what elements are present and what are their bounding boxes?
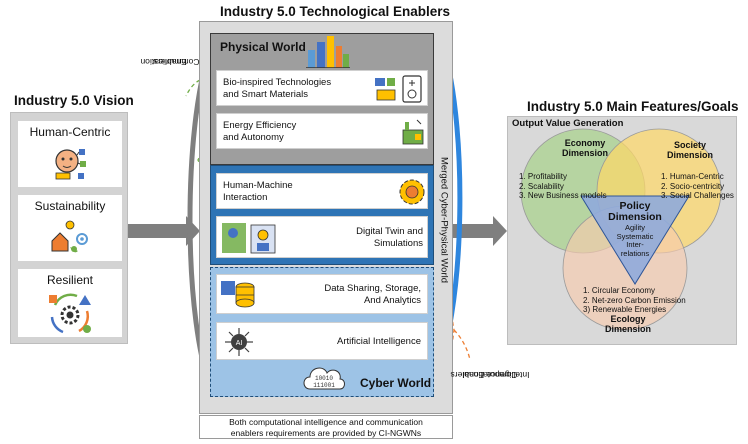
enabler-label: Simulations [373,238,423,249]
vision-card-label: Sustainability [34,199,106,213]
database-icon [221,281,255,308]
enablers-title: Industry 5.0 Technological Enablers [220,4,451,19]
enabler-human-machine: Human-Machine Interaction [216,173,428,209]
enabler-label: Human-Machine [223,180,293,191]
enabler-energy-efficiency: Energy Efficiency and Autonomy [216,113,428,149]
vision-title: Industry 5.0 Vision [14,93,134,108]
merged-world-label: Merged Cyber-Physical World [438,156,450,284]
enabler-label: And Analytics [363,295,421,306]
enabler-label: Artificial Intelligence [337,336,421,347]
output-value-title: Output Value Generation [512,118,624,129]
sustainability-home-icon [51,220,88,253]
vision-card-human-centric: Human-Centric [18,121,122,187]
cloud-binary-icon: 10010 111001 [303,367,345,390]
binary-line-1: 10010 [315,375,333,382]
human-face-circuit-icon [55,149,86,180]
policy-items: Agility Systematic Inter- relations [616,223,654,258]
ecology-items: 1. Circular Economy 2. Net-zero Carbon E… [583,286,686,314]
resilient-cycle-gear-icon [49,293,91,334]
bio-materials-icon [375,75,422,103]
economy-items: 1. Profitability 2. Scalability 3. New B… [519,172,607,200]
features-title: Industry 5.0 Main Features/Goals [527,99,739,114]
society-items: 1. Human-Centric 2. Socio-centricity 3. … [661,172,734,200]
vision-panel: Human-Centric Sustainability Resilient [10,112,128,344]
digital-twin-icon [222,223,276,254]
enabler-label: Interaction [223,192,268,203]
cyber-world-title: Cyber World [360,376,432,390]
binary-line-2: 111001 [313,382,335,389]
venn-diagram [520,128,722,331]
svg-text:AI: AI [236,340,243,347]
enabler-data-sharing: Data Sharing, Storage, And Analytics [216,274,428,314]
enabler-label: Digital Twin and [356,226,423,237]
ai-chip-icon: AI [225,328,253,356]
flow-arrow-right [453,216,507,246]
enabler-digital-twin: Digital Twin and Simulations [216,216,428,258]
enabler-ai: AI Artificial Intelligence [216,322,428,360]
vision-card-label: Resilient [46,273,94,287]
enabler-label: Data Sharing, Storage, [324,283,421,294]
gear-head-icon [399,179,425,205]
enabler-label: and Autonomy [223,132,284,143]
enabler-bio-inspired: Bio-inspired Technologies and Smart Mate… [216,70,428,106]
city-skyline-icon [306,36,350,68]
vision-card-label: Human-Centric [29,125,111,139]
enabler-label: Energy Efficiency [223,120,297,131]
physical-world-title: Physical World [220,40,306,54]
footer-note: Both computational intelligence and comm… [199,415,453,439]
energy-factory-icon [402,119,424,145]
enabler-label: and Smart Materials [223,89,309,100]
vision-card-resilient: Resilient [18,269,122,337]
policy-triangle [580,195,690,285]
vision-card-sustainability: Sustainability [18,195,122,261]
enabler-label: Bio-inspired Technologies [223,77,332,88]
